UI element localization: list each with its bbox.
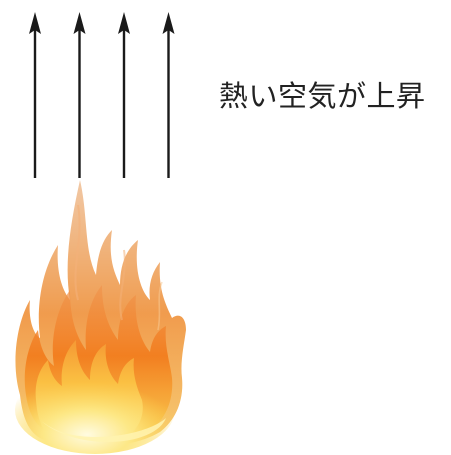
fire-icon — [15, 180, 187, 454]
arrow-head — [29, 12, 41, 34]
up-arrow-icon — [29, 12, 41, 178]
flame-base — [40, 418, 166, 442]
arrow-head — [162, 12, 175, 34]
arrow-head — [118, 12, 130, 34]
arrow-group — [29, 12, 175, 178]
arrow-head — [73, 12, 86, 34]
up-arrow-icon — [162, 12, 175, 178]
flame-core-glow — [15, 366, 175, 454]
up-arrow-icon — [118, 12, 130, 178]
flame-wisp — [74, 204, 81, 301]
flame-wisp — [119, 249, 126, 321]
flame-wisp — [157, 281, 163, 331]
up-arrow-icon — [73, 12, 86, 178]
caption-label: 熱い空気が上昇 — [219, 79, 426, 113]
